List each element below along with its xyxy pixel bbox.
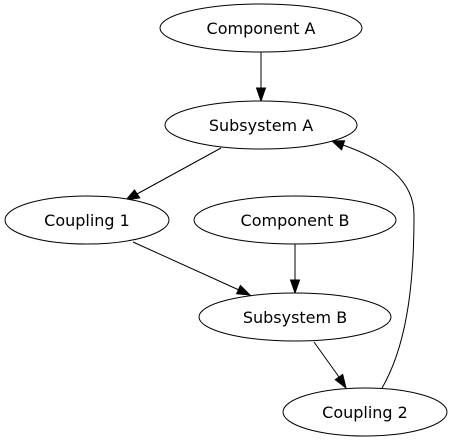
edge-component-b-to-subsystem-b	[289, 244, 301, 295]
node-subsystem-a: Subsystem A	[164, 100, 358, 150]
node-coupling-2: Coupling 2	[282, 387, 448, 437]
node-component-a: Component A	[159, 3, 363, 53]
node-subsystem-b-label: Subsystem B	[243, 308, 347, 327]
node-subsystem-a-label: Subsystem A	[209, 116, 313, 135]
node-component-b: Component B	[193, 195, 397, 245]
node-subsystem-b: Subsystem B	[198, 292, 392, 342]
edge-coupling-2-to-subsystem-a	[330, 140, 415, 389]
node-coupling-2-label: Coupling 2	[322, 403, 408, 422]
edge-subsystem-b-to-coupling-2	[313, 341, 347, 390]
node-component-b-label: Component B	[241, 211, 350, 230]
edge-coupling-1-to-subsystem-b	[132, 241, 252, 296]
node-component-a-label: Component A	[207, 19, 316, 38]
edge-subsystem-a-to-coupling-1	[124, 147, 222, 201]
node-coupling-1-label: Coupling 1	[44, 211, 130, 230]
node-coupling-1: Coupling 1	[4, 195, 170, 245]
edge-component-a-to-subsystem-a	[255, 52, 267, 103]
